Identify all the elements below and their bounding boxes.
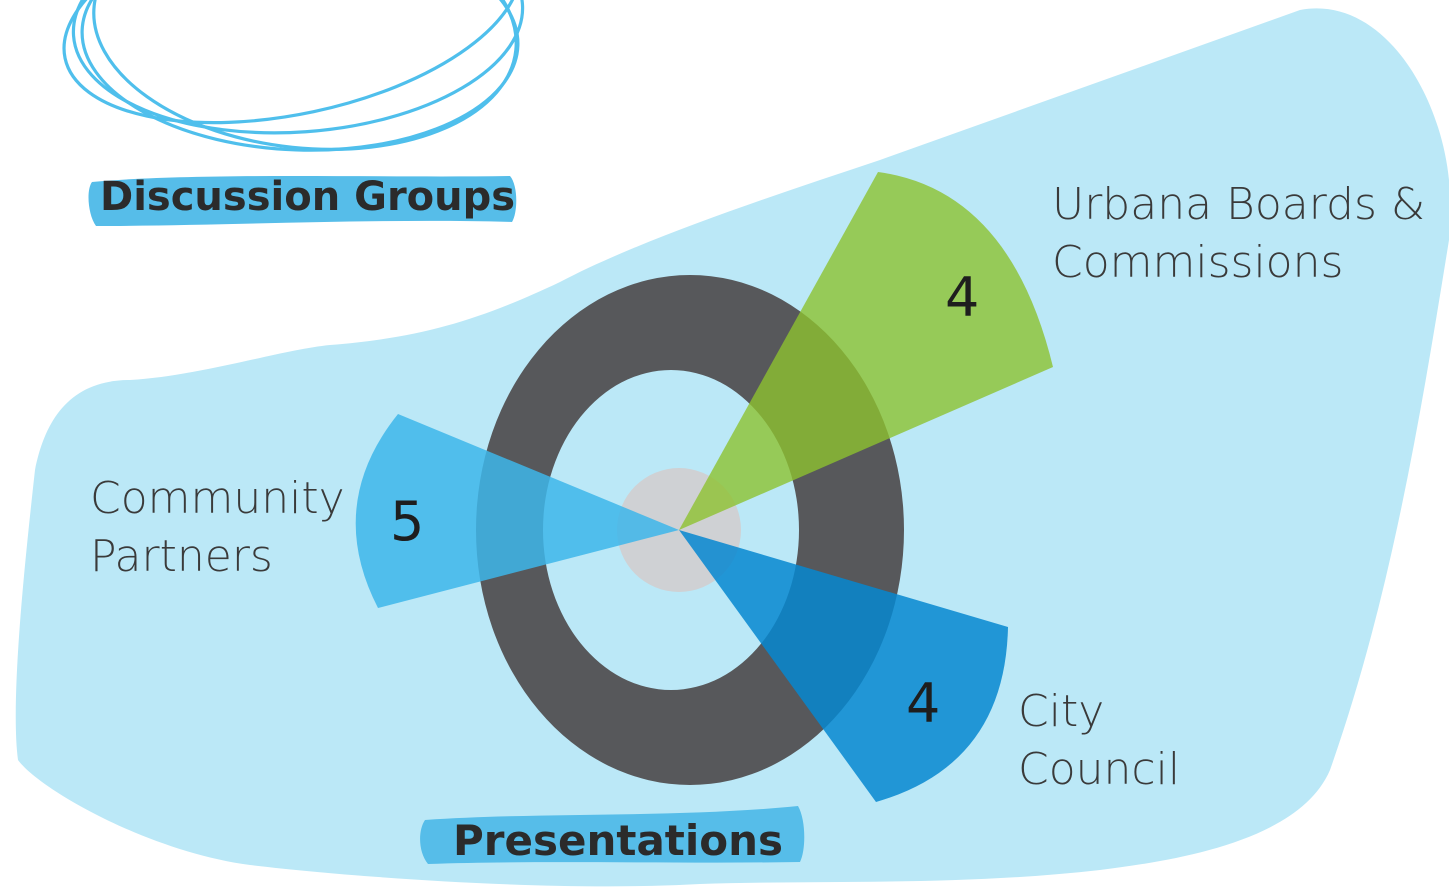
label-urbana-line1: Urbana Boards & — [1052, 179, 1426, 230]
label-council-line1: City — [1018, 686, 1105, 737]
discussion-groups-heading: Discussion Groups — [100, 174, 516, 220]
scribble-circles — [62, 0, 525, 152]
label-council: City Council — [1018, 683, 1180, 799]
discussion-groups-highlight — [88, 176, 517, 226]
count-urbana: 4 — [945, 266, 980, 329]
wedge-council — [679, 530, 1008, 802]
label-urbana: Urbana Boards & Commissions — [1052, 176, 1425, 292]
wedge-urbana — [679, 172, 1053, 530]
label-urbana-line2: Commissions — [1052, 237, 1344, 288]
label-community: Community Partners — [90, 470, 345, 586]
presentations-highlight — [420, 806, 805, 864]
label-council-line2: Council — [1018, 744, 1181, 795]
label-community-line2: Partners — [90, 531, 273, 582]
count-council: 4 — [906, 672, 941, 735]
label-community-line1: Community — [90, 473, 345, 524]
count-community: 5 — [390, 490, 425, 553]
wedge-community — [355, 414, 679, 608]
presentations-heading: Presentations — [453, 816, 784, 865]
